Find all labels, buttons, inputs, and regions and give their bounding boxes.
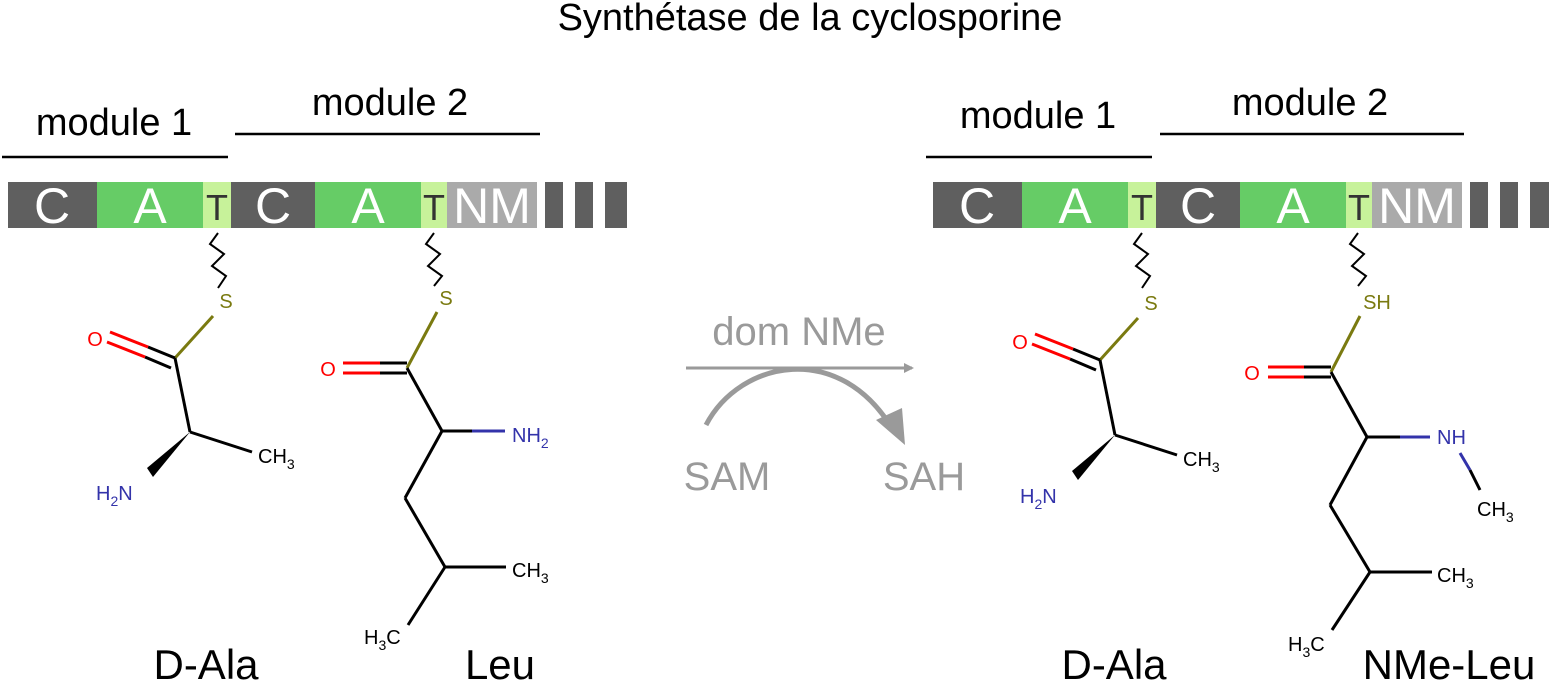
left-domain-NM-block bbox=[447, 182, 537, 228]
right-domain-T2-label: T bbox=[1348, 187, 1370, 228]
right-d-ala-name: D-Ala bbox=[1061, 641, 1167, 681]
right-domain-T2-block bbox=[1346, 182, 1372, 228]
right-domain-A2-block bbox=[1240, 182, 1346, 228]
left-panel: module 1 module 2 C A T C A T NM bbox=[2, 82, 627, 681]
right-domain-C1-label: C bbox=[959, 178, 995, 234]
left-domain-C2-label: C bbox=[255, 178, 291, 234]
right-nme-leu-amine: NH bbox=[1437, 427, 1466, 449]
left-strip-continuation-1 bbox=[545, 182, 563, 228]
left-d-ala-wedge-bond bbox=[147, 432, 190, 477]
right-domain-strip: C A T C A T NM bbox=[933, 178, 1549, 234]
right-domain-T1-label: T bbox=[1131, 187, 1153, 228]
right-d-ala-structure: S O H2N CH3 bbox=[1012, 232, 1220, 512]
left-module2-label: module 2 bbox=[312, 82, 468, 124]
left-domain-A2-block bbox=[315, 182, 421, 228]
left-domain-NM-label: NM bbox=[453, 178, 531, 234]
right-module2-label: module 2 bbox=[1232, 82, 1388, 124]
left-leu-sulfur: S bbox=[439, 288, 452, 310]
left-domain-T1-block bbox=[203, 182, 231, 228]
diagram-title: Synthétase de la cyclosporine bbox=[558, 0, 1063, 39]
left-leu-tether bbox=[424, 232, 444, 287]
reaction-arrow-group: dom NMe SAM SAH bbox=[684, 310, 965, 499]
right-d-ala-amine: H2N bbox=[1020, 486, 1057, 512]
right-nme-leu-tether bbox=[1348, 232, 1368, 287]
right-nme-leu-name: NMe-Leu bbox=[1363, 641, 1536, 681]
left-leu-amine: NH2 bbox=[512, 425, 549, 451]
left-domain-A1-block bbox=[97, 182, 203, 228]
left-strip-continuation-2 bbox=[575, 182, 593, 228]
right-strip-continuation-2 bbox=[1500, 182, 1518, 228]
left-domain-A1-label: A bbox=[133, 178, 167, 234]
left-d-ala-tether bbox=[208, 232, 228, 289]
right-d-ala-methyl: CH3 bbox=[1183, 449, 1220, 475]
left-d-ala-name: D-Ala bbox=[153, 641, 259, 681]
right-nme-leu-n-methyl: CH3 bbox=[1477, 499, 1514, 525]
left-domain-C1-block bbox=[8, 182, 97, 228]
left-d-ala-structure: S O H2N CH3 bbox=[87, 232, 295, 509]
left-leu-s-c-bond bbox=[405, 311, 439, 369]
right-panel: module 1 module 2 C A T C A T NM S bbox=[926, 82, 1549, 681]
left-d-ala-amine: H2N bbox=[96, 483, 133, 509]
right-d-ala-sulfur: S bbox=[1144, 293, 1157, 315]
left-d-ala-methyl: CH3 bbox=[258, 446, 295, 472]
right-nme-leu-structure: SH O NH CH3 CH3 H3C bbox=[1244, 232, 1514, 660]
right-nme-leu-methyl-left: H3C bbox=[1288, 634, 1325, 660]
right-strip-continuation-3 bbox=[1530, 182, 1549, 228]
cofactor-curved-arrow bbox=[703, 366, 896, 432]
left-module1-label: module 1 bbox=[36, 102, 192, 144]
right-d-ala-tether bbox=[1132, 232, 1152, 289]
left-domain-T2-block bbox=[421, 182, 447, 228]
right-domain-A1-block bbox=[1022, 182, 1128, 228]
right-domain-A2-label: A bbox=[1276, 178, 1310, 234]
left-domain-T2-label: T bbox=[423, 187, 445, 228]
left-leu-methyl-left: H3C bbox=[364, 627, 401, 653]
left-leu-methyl-right: CH3 bbox=[512, 560, 549, 586]
left-domain-C2-block bbox=[231, 182, 315, 228]
left-d-ala-sulfur: S bbox=[219, 291, 232, 313]
right-domain-C1-block bbox=[933, 182, 1022, 228]
left-d-ala-oxygen: O bbox=[87, 329, 103, 351]
right-domain-NM-label: NM bbox=[1378, 178, 1456, 234]
enzyme-label: dom NMe bbox=[712, 310, 885, 354]
left-d-ala-s-c-bond bbox=[173, 314, 215, 360]
right-module1-label: module 1 bbox=[960, 95, 1116, 137]
right-nme-leu-oxygen: O bbox=[1244, 363, 1260, 385]
right-d-ala-wedge-bond bbox=[1072, 435, 1115, 480]
left-domain-C1-label: C bbox=[34, 178, 70, 234]
right-d-ala-s-c-bond bbox=[1098, 316, 1140, 362]
right-domain-A1-label: A bbox=[1058, 178, 1092, 234]
left-leu-structure: S O NH2 CH3 H3C bbox=[320, 232, 549, 653]
left-domain-A2-label: A bbox=[351, 178, 385, 234]
left-domain-strip: C A T C A T NM bbox=[8, 178, 627, 234]
right-nme-leu-thiol: SH bbox=[1363, 292, 1391, 314]
right-nme-leu-methyl-right: CH3 bbox=[1437, 565, 1474, 591]
left-domain-T1-label: T bbox=[206, 187, 228, 228]
right-domain-C2-block bbox=[1156, 182, 1240, 228]
right-strip-continuation-1 bbox=[1470, 182, 1488, 228]
right-domain-C2-label: C bbox=[1180, 178, 1216, 234]
right-nme-leu-s-c-bond bbox=[1329, 315, 1362, 373]
left-leu-oxygen: O bbox=[320, 359, 336, 381]
left-strip-continuation-3 bbox=[605, 182, 627, 228]
cofactor-out-label: SAH bbox=[883, 455, 965, 499]
left-leu-name: Leu bbox=[465, 641, 535, 681]
cofactor-in-label: SAM bbox=[684, 455, 771, 499]
right-d-ala-oxygen: O bbox=[1012, 332, 1028, 354]
right-domain-NM-block bbox=[1372, 182, 1462, 228]
cofactor-arrowhead bbox=[876, 408, 905, 445]
right-domain-T1-block bbox=[1128, 182, 1156, 228]
